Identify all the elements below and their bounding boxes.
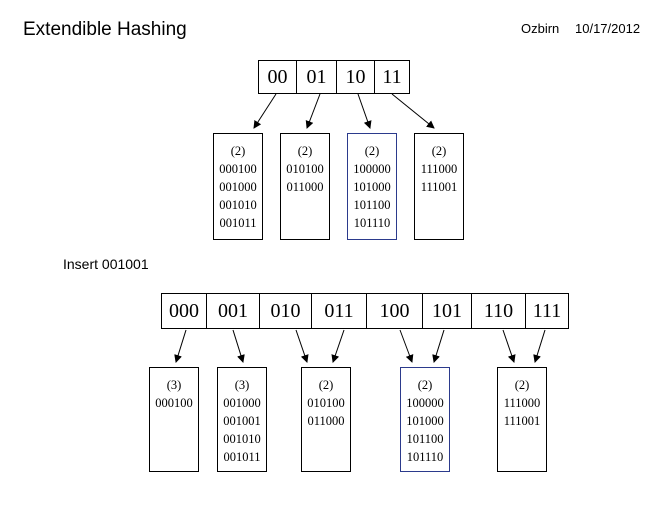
bucket-before-01: (2) 010100 011000 <box>280 133 330 240</box>
directory-cell: 01 <box>297 61 337 93</box>
pointer-arrow <box>174 329 187 363</box>
pointer-arrow <box>232 329 245 363</box>
directory-cell: 110 <box>472 294 526 328</box>
pointer-arrow <box>357 93 372 129</box>
bucket-key: 001011 <box>219 216 257 230</box>
pointer-arrow <box>399 329 414 363</box>
bucket-depth: (3) <box>166 378 182 392</box>
bucket-key: 000100 <box>219 162 257 176</box>
bucket-key: 100000 <box>406 396 444 410</box>
bucket-key: 001010 <box>219 198 257 212</box>
pointer-arrow <box>295 329 309 363</box>
bucket-depth: (2) <box>514 378 530 392</box>
directory-cell: 10 <box>337 61 375 93</box>
bucket-key: 111000 <box>420 162 458 176</box>
directory-cell: 011 <box>312 294 367 328</box>
bucket-before-00: (2) 000100 001000 001010 001011 <box>213 133 263 240</box>
pointer-arrow <box>502 329 516 363</box>
bucket-key: 111001 <box>503 414 541 428</box>
bucket-key: 101000 <box>406 414 444 428</box>
bucket-key: 000100 <box>155 396 193 410</box>
directory-cell: 100 <box>367 294 423 328</box>
bucket-after-01x: (2) 010100 011000 <box>301 367 351 472</box>
bucket-after-11x: (2) 111000 111001 <box>497 367 547 472</box>
pointer-arrow <box>331 329 345 363</box>
pointer-arrow <box>305 93 321 129</box>
bucket-key: 001000 <box>223 396 261 410</box>
page-title: Extendible Hashing <box>23 19 187 40</box>
directory-before: 00 01 10 11 <box>258 60 410 94</box>
pointer-arrow <box>391 93 435 129</box>
bucket-key: 010100 <box>307 396 345 410</box>
bucket-key: 100000 <box>353 162 391 176</box>
bucket-after-001: (3) 001000 001001 001010 001011 <box>217 367 267 472</box>
bucket-key: 101000 <box>353 180 391 194</box>
bucket-depth: (2) <box>297 144 313 158</box>
bucket-key: 101100 <box>406 432 444 446</box>
author-label: Ozbirn <box>521 21 560 36</box>
bucket-key: 010100 <box>286 162 324 176</box>
bucket-key: 011000 <box>307 414 345 428</box>
bucket-key: 101110 <box>406 450 444 464</box>
insert-label: Insert 001001 <box>63 256 149 272</box>
bucket-before-11: (2) 111000 111001 <box>414 133 464 240</box>
bucket-depth: (2) <box>364 144 380 158</box>
bucket-key: 111000 <box>503 396 541 410</box>
directory-cell: 101 <box>423 294 472 328</box>
bucket-key: 101100 <box>353 198 391 212</box>
bucket-key: 101110 <box>353 216 391 230</box>
bucket-key: 001001 <box>223 414 261 428</box>
bucket-key: 011000 <box>286 180 324 194</box>
directory-cell: 111 <box>532 299 562 322</box>
bucket-after-10x: (2) 100000 101000 101100 101110 <box>400 367 450 472</box>
pointer-arrow <box>253 93 277 129</box>
bucket-depth: (2) <box>318 378 334 392</box>
directory-cell: 00 <box>259 61 297 93</box>
bucket-after-000: (3) 000100 <box>149 367 199 472</box>
bucket-before-10: (2) 100000 101000 101100 101110 <box>347 133 397 240</box>
directory-cell: 000 <box>162 294 207 328</box>
bucket-key: 111001 <box>420 180 458 194</box>
bucket-key: 001000 <box>219 180 257 194</box>
bucket-key: 001011 <box>223 450 261 464</box>
directory-after: 000 001 010 011 100 101 110 111 <box>161 293 569 329</box>
directory-cell: 010 <box>260 294 312 328</box>
directory-cell: 11 <box>382 65 402 88</box>
directory-cell: 001 <box>207 294 260 328</box>
bucket-depth: (2) <box>230 144 246 158</box>
bucket-depth: (2) <box>431 144 447 158</box>
date-label: 10/17/2012 <box>575 21 641 36</box>
pointer-arrow <box>533 329 546 363</box>
bucket-depth: (2) <box>417 378 433 392</box>
pointer-arrow <box>432 329 445 363</box>
bucket-depth: (3) <box>234 378 250 392</box>
bucket-key: 001010 <box>223 432 261 446</box>
